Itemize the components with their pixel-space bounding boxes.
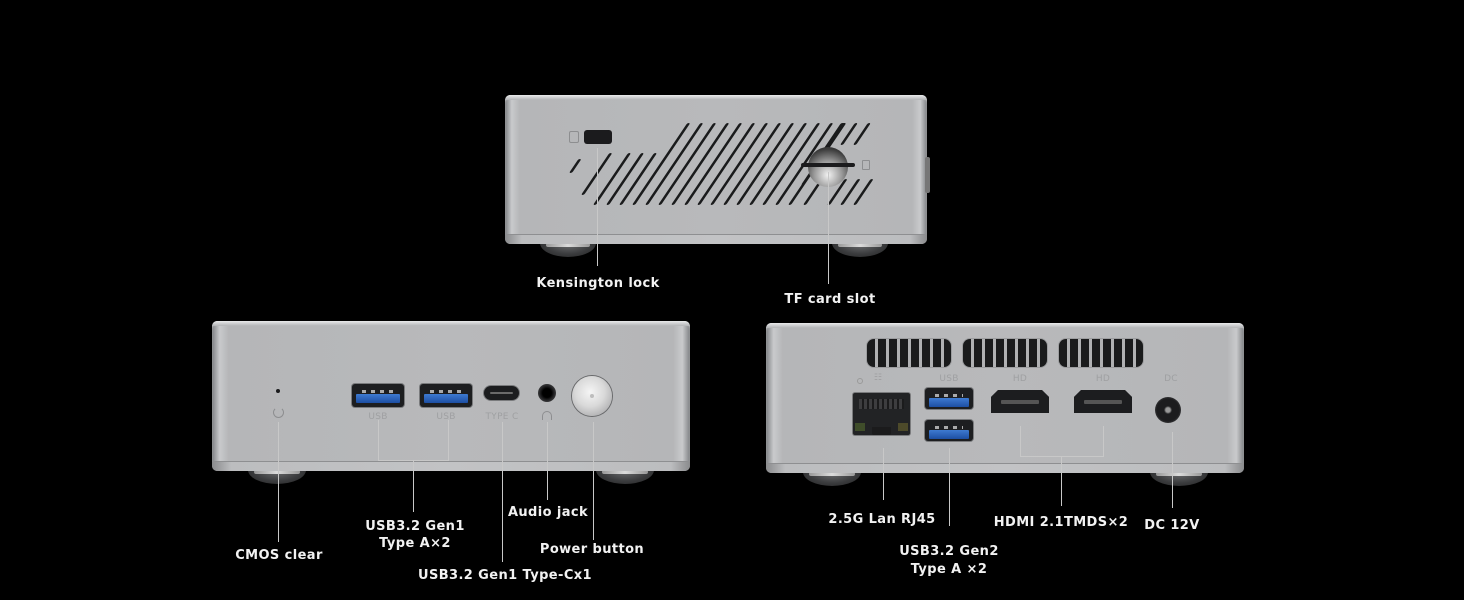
audio-jack-port <box>538 384 556 402</box>
callout-line-tf-card <box>828 172 829 284</box>
reset-icon <box>273 407 284 418</box>
usb-marking: USB <box>939 374 959 384</box>
foot <box>1150 472 1208 486</box>
label-usb-gen1-line2: Type A×2 <box>379 536 451 551</box>
callout-line-type-c <box>502 422 503 562</box>
usb-a-port <box>420 384 472 407</box>
front-chassis: USB USB TYPE C <box>212 321 690 471</box>
label-hdmi: HDMI 2.1TMDS×2 <box>993 515 1129 530</box>
type-c-marking: TYPE C <box>485 412 519 422</box>
side-view: Kensington lock TF card slot <box>505 95 930 307</box>
callout-line-lan <box>883 448 884 500</box>
callout-line-power <box>593 422 594 540</box>
callout-line-usb-gen1 <box>413 460 414 512</box>
callout-bracket-hdmi <box>1020 426 1021 456</box>
rear-view: ☷ USB HD HD DC 2.5G Lan RJ45 USB3.2 Gen2… <box>732 310 1464 600</box>
foot <box>803 472 861 486</box>
label-lan: 2.5G Lan RJ45 <box>828 512 936 527</box>
cmos-clear-pinhole <box>276 389 280 393</box>
rj45-port <box>853 393 910 435</box>
callout-line-cmos <box>278 422 279 542</box>
dc-marking: DC <box>1164 374 1178 384</box>
usb-a-port <box>352 384 404 407</box>
label-usb-c: USB3.2 Gen1 Type-Cx1 <box>418 568 592 583</box>
rear-vent <box>867 339 951 367</box>
callout-line-dc <box>1172 432 1173 508</box>
kensington-lock-icon <box>569 131 579 143</box>
front-view: USB USB TYPE C CMOS clear USB3.2 Gen1 Ty… <box>0 310 732 600</box>
label-cmos-clear: CMOS clear <box>235 548 323 563</box>
label-tf-card-slot: TF card slot <box>784 292 876 307</box>
power-button <box>572 376 612 416</box>
rear-vent <box>963 339 1047 367</box>
hd-marking: HD <box>1012 374 1028 384</box>
usb-a-port <box>925 388 973 409</box>
usb-a-port <box>925 420 973 441</box>
headphone-icon <box>542 411 552 420</box>
label-usb-gen1-line1: USB3.2 Gen1 <box>365 519 465 534</box>
foot <box>540 243 596 257</box>
label-dc: DC 12V <box>1144 518 1200 533</box>
callout-line-usb-gen2 <box>949 448 950 526</box>
dc-power-jack <box>1155 397 1181 423</box>
callout-bracket-hdmi <box>1103 426 1104 456</box>
side-button <box>925 157 930 193</box>
side-chassis <box>505 95 930 244</box>
callout-bracket-usb <box>378 420 379 460</box>
led-indicator <box>857 378 863 384</box>
callout-bracket-hdmi <box>1020 456 1104 457</box>
hd-marking: HD <box>1095 374 1111 384</box>
label-usb-gen2-line1: USB3.2 Gen2 <box>899 544 999 559</box>
network-icon: ☷ <box>873 373 883 383</box>
label-audio-jack: Audio jack <box>507 505 589 520</box>
usb-marking: USB <box>436 412 456 422</box>
tf-card-slot <box>801 163 855 167</box>
label-kensington-lock: Kensington lock <box>536 276 660 291</box>
callout-line-hdmi <box>1061 456 1062 506</box>
rear-chassis: ☷ USB HD HD DC <box>766 323 1244 473</box>
label-power-button: Power button <box>539 542 645 557</box>
sd-card-icon <box>862 160 870 170</box>
hdmi-port <box>1074 390 1132 413</box>
foot <box>832 243 888 257</box>
callout-line-kensington <box>597 148 598 266</box>
foot <box>596 470 654 484</box>
foot <box>248 470 306 484</box>
callout-bracket-usb <box>448 420 449 460</box>
label-usb-gen2-line2: Type A ×2 <box>910 562 988 577</box>
rear-vent <box>1059 339 1143 367</box>
usb-c-port <box>484 386 519 400</box>
hdmi-port <box>991 390 1049 413</box>
kensington-lock-port <box>584 130 612 144</box>
usb-marking: USB <box>368 412 388 422</box>
callout-line-audio <box>547 422 548 500</box>
